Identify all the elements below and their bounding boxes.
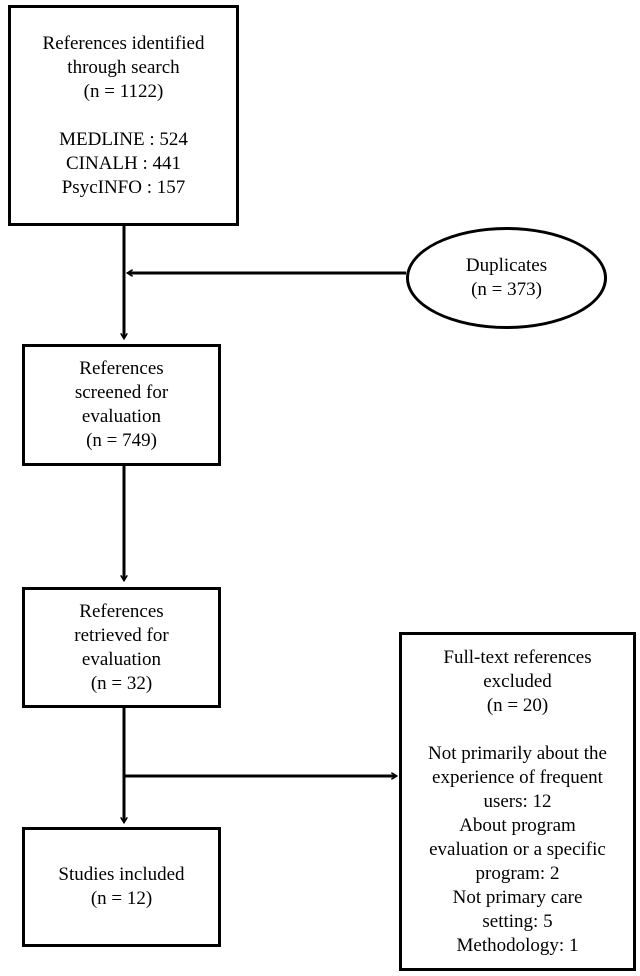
- duplicates-label: Duplicates: [465, 255, 548, 276]
- excluded-box: Full-text references excluded (n = 20) N…: [399, 632, 636, 971]
- excluded-reason-line: About program: [459, 814, 576, 836]
- included-box: Studies included (n = 12): [22, 827, 221, 947]
- duplicates-oval: Duplicates (n = 373): [406, 227, 607, 329]
- excluded-reason-line: users: 12: [483, 790, 552, 812]
- excluded-reason-line: Methodology: 1: [456, 934, 579, 956]
- source-psycinfo: PsycINFO : 157: [61, 176, 186, 198]
- excluded-reason-line: setting: 5: [482, 910, 553, 932]
- excluded-count: (n = 20): [486, 694, 549, 716]
- excluded-reason-line: Not primarily about the: [428, 742, 607, 764]
- retrieved-line-3: evaluation: [81, 648, 162, 670]
- excluded-reason-line: evaluation or a specific: [429, 838, 606, 860]
- retrieved-line-1: References: [79, 600, 164, 622]
- excluded-reason-line: experience of frequent: [432, 766, 603, 788]
- included-label: Studies included: [58, 864, 185, 885]
- identified-line-1: References identified: [42, 32, 205, 54]
- excluded-line-1: Full-text references: [443, 646, 592, 668]
- screened-line-1: References: [79, 358, 164, 379]
- retrieved-box: References retrieved for evaluation (n =…: [22, 587, 221, 708]
- retrieved-line-2: retrieved for: [74, 624, 169, 646]
- excluded-reason-line: Not primary care: [452, 886, 583, 908]
- source-cinalh: CINALH : 441: [65, 152, 182, 174]
- identified-count: (n = 1122): [83, 80, 164, 102]
- identified-line-2: through search: [67, 56, 180, 78]
- included-count: (n = 12): [90, 888, 153, 909]
- excluded-line-2: excluded: [483, 670, 552, 692]
- screened-count: (n = 749): [86, 430, 157, 451]
- retrieved-count: (n = 32): [90, 672, 153, 694]
- screened-line-2: screened for: [74, 382, 169, 403]
- source-medline: MEDLINE : 524: [59, 128, 188, 150]
- excluded-reason-line: program: 2: [475, 862, 560, 884]
- screened-line-3: evaluation: [81, 406, 162, 427]
- identified-box: References identified through search (n …: [8, 5, 239, 226]
- duplicates-count: (n = 373): [471, 279, 542, 300]
- screened-box: References screened for evaluation (n = …: [22, 344, 221, 466]
